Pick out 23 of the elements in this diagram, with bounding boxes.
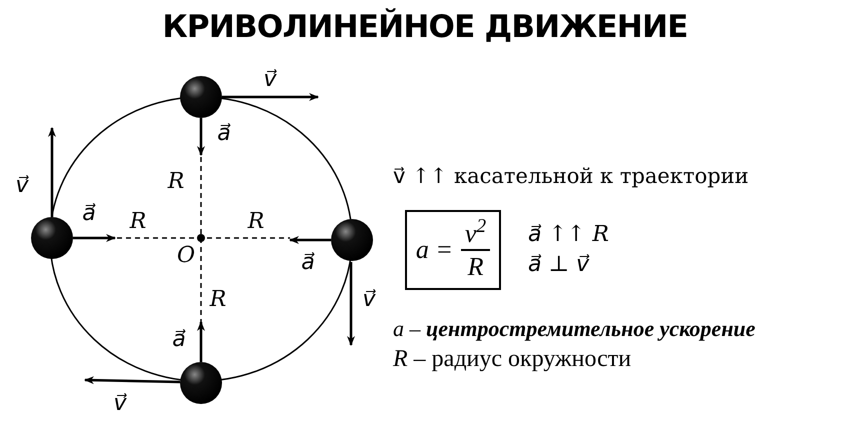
fraction-numerator: v$^{2}$	[460, 220, 490, 250]
symbol-label: R	[168, 171, 184, 193]
symbol-label: v⃗	[113, 393, 127, 415]
definition-text: R – радиус окружности	[393, 347, 632, 371]
symbol-label: R	[248, 211, 264, 233]
formula-box	[405, 210, 501, 290]
formula-text: a =	[416, 237, 453, 263]
relation-label: a⃗ ⊥ v⃗	[528, 254, 590, 276]
symbol-label: v⃗	[15, 175, 29, 197]
symbol-label: a⃗	[82, 203, 96, 225]
symbol-label: a⃗	[172, 329, 186, 351]
symbol-label: v⃗	[362, 289, 376, 311]
tangent-note: v⃗ ↑↑ касательной к траектории	[393, 166, 749, 187]
symbol-label: v⃗	[263, 69, 277, 91]
symbol-label: R	[130, 211, 146, 233]
symbol-label: a⃗	[217, 123, 231, 145]
symbol-label: a⃗	[301, 252, 315, 274]
symbol-label: R	[210, 289, 226, 311]
fraction-denominator: R	[468, 250, 484, 280]
definition-text: a – центростремительное ускорение	[393, 318, 756, 340]
symbol-label: O	[176, 245, 196, 267]
relation-label: a⃗ ↑↑ R	[528, 224, 609, 246]
title: КРИВОЛИНЕЙНОЕ ДВИЖЕНИЕ	[161, 7, 689, 47]
